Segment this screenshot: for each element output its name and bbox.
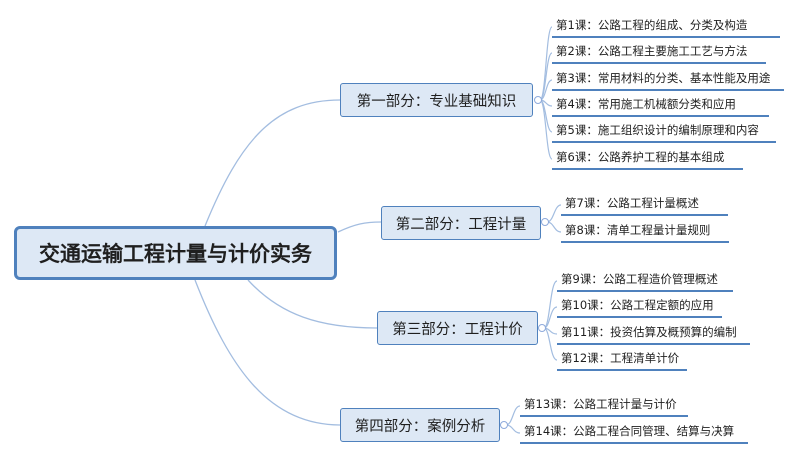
lesson-10[interactable]: 第10课：公路工程定额的应用 xyxy=(557,293,722,318)
lesson-5[interactable]: 第5课：施工组织设计的编制原理和内容 xyxy=(552,118,776,143)
lesson-12[interactable]: 第12课：工程清单计价 xyxy=(557,346,687,371)
section-4-topic[interactable]: 第四部分：案例分析 xyxy=(340,408,500,442)
section-2-topic[interactable]: 第二部分：工程计量 xyxy=(381,206,541,240)
collapse-toggle-icon[interactable] xyxy=(541,218,549,226)
lesson-9[interactable]: 第9课：公路工程造价管理概述 xyxy=(557,267,733,292)
collapse-toggle-icon[interactable] xyxy=(500,421,508,429)
lesson-4[interactable]: 第4课：常用施工机械额分类和应用 xyxy=(552,92,769,117)
lesson-8[interactable]: 第8课：清单工程量计量规则 xyxy=(561,218,729,243)
lesson-7[interactable]: 第7课：公路工程计量概述 xyxy=(561,191,728,216)
lesson-13[interactable]: 第13课：公路工程计量与计价 xyxy=(520,392,688,417)
collapse-toggle-icon[interactable] xyxy=(538,324,546,332)
lesson-6[interactable]: 第6课：公路养护工程的基本组成 xyxy=(552,145,743,170)
lesson-1[interactable]: 第1课：公路工程的组成、分类及构造 xyxy=(552,13,780,38)
section-1-topic[interactable]: 第一部分：专业基础知识 xyxy=(340,83,533,117)
root-topic[interactable]: 交通运输工程计量与计价实务 xyxy=(14,226,337,280)
lesson-2[interactable]: 第2课：公路工程主要施工工艺与方法 xyxy=(552,39,766,64)
collapse-toggle-icon[interactable] xyxy=(534,96,542,104)
section-3-topic[interactable]: 第三部分：工程计价 xyxy=(377,311,538,345)
lesson-14[interactable]: 第14课：公路工程合同管理、结算与决算 xyxy=(520,419,748,444)
lesson-11[interactable]: 第11课：投资估算及概预算的编制 xyxy=(557,320,750,345)
lesson-3[interactable]: 第3课：常用材料的分类、基本性能及用途 xyxy=(552,66,784,91)
